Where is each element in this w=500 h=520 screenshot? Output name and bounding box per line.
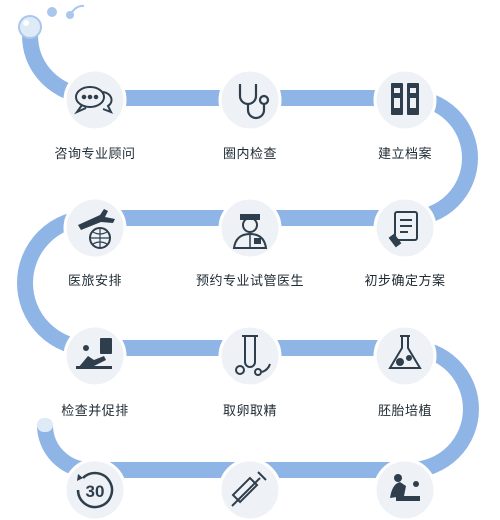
step-circle-11 — [218, 458, 282, 520]
stethoscope-icon — [238, 84, 270, 120]
ultrasound-icon — [76, 338, 112, 369]
binders-icon — [391, 83, 419, 115]
step-circle-7 — [63, 324, 127, 388]
step-circle-3 — [373, 68, 437, 132]
step-label-1: 咨询专业顾问 — [54, 147, 136, 162]
flask-icon — [388, 335, 422, 369]
step-circle-9 — [373, 324, 437, 388]
decorative-bubbles — [18, 4, 85, 39]
step-label-2: 圈内检查 — [222, 147, 277, 162]
document-pen-icon — [388, 211, 418, 248]
step-label-9: 胚胎培植 — [377, 404, 432, 419]
step-label-7: 检查并促排 — [61, 404, 129, 419]
nurse-care-icon — [390, 474, 420, 501]
step-label-6: 初步确定方案 — [364, 274, 446, 289]
step-circle-1 — [63, 68, 127, 132]
step-circle-2 — [218, 68, 282, 132]
step-circle-6 — [373, 196, 437, 260]
test-tube-icon — [235, 335, 271, 376]
flow-path — [17, 34, 479, 478]
step-label-8: 取卵取精 — [222, 404, 277, 419]
step-label-5: 预约专业试管医生 — [195, 274, 304, 289]
clock-30-icon: 30 — [76, 471, 114, 509]
path-end-cap — [37, 418, 53, 432]
step-label-4: 医旅安排 — [67, 274, 122, 289]
step-label-3: 建立档案 — [377, 147, 432, 162]
airplane-globe-icon — [78, 209, 115, 249]
doctor-icon — [232, 214, 268, 249]
step-circle-10 — [63, 458, 127, 520]
step-circle-4 — [63, 196, 127, 260]
chat-bubbles-icon — [74, 86, 114, 115]
clock-30-text: 30 — [86, 482, 105, 501]
syringe-icon — [231, 471, 267, 507]
